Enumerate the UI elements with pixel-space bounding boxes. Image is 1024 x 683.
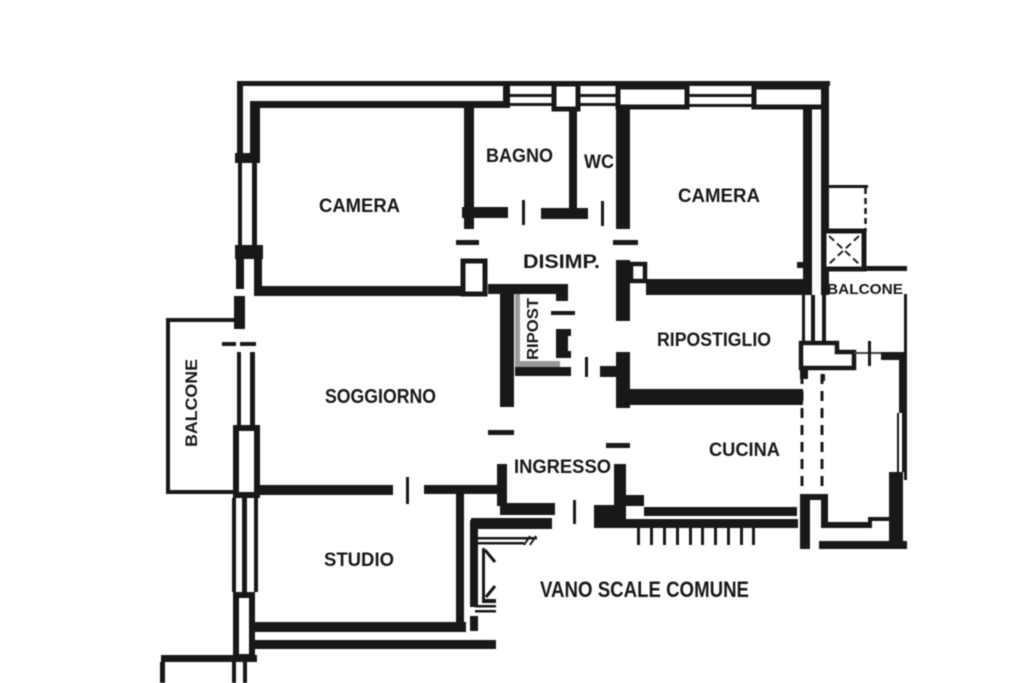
svg-text:BALCONE: BALCONE — [827, 281, 903, 298]
svg-text:CAMERA: CAMERA — [678, 186, 760, 207]
svg-text:BAGNO: BAGNO — [486, 146, 553, 167]
svg-text:INGRESSO: INGRESSO — [514, 457, 611, 478]
svg-text:RIPOSTIGLIO: RIPOSTIGLIO — [657, 330, 771, 351]
svg-text:CUCINA: CUCINA — [709, 440, 780, 461]
svg-text:BALCONE: BALCONE — [182, 359, 201, 447]
svg-text:RIPOST: RIPOST — [525, 298, 542, 360]
svg-text:VANO SCALE COMUNE: VANO SCALE COMUNE — [540, 577, 749, 602]
svg-text:WC: WC — [584, 152, 614, 173]
svg-text:SOGGIORNO: SOGGIORNO — [325, 386, 436, 408]
svg-text:CAMERA: CAMERA — [319, 196, 400, 217]
svg-text:DISIMP.: DISIMP. — [523, 252, 600, 273]
svg-text:STUDIO: STUDIO — [324, 550, 394, 571]
